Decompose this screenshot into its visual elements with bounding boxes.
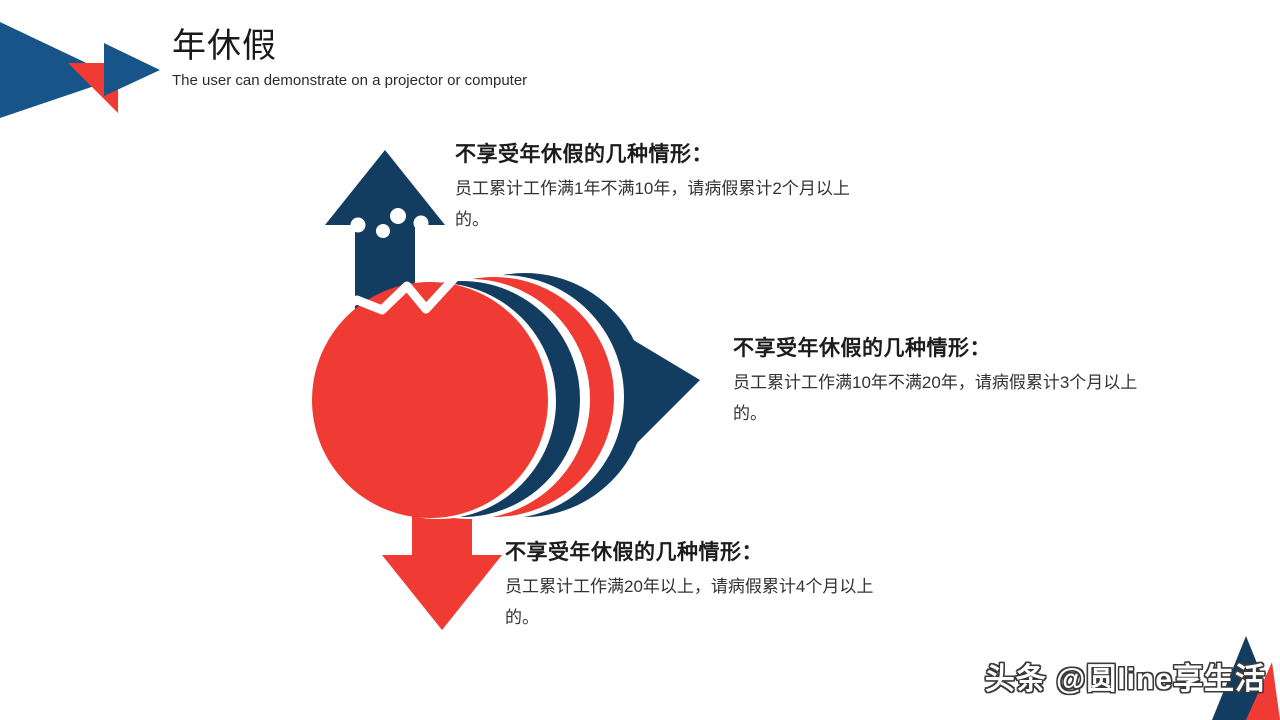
info-block-3: 不享受年休假的几种情形： 员工累计工作满20年以上，请病假累计4个月以上的。 [505, 538, 900, 633]
deco-small-blue-triangle [104, 43, 160, 96]
deco-large-blue-triangle [0, 22, 118, 118]
info-block-2-body: 员工累计工作满10年不满20年，请病假累计3个月以上的。 [733, 373, 1138, 423]
trending-up-line-icon [325, 268, 464, 318]
info-block-2-title: 不享受年休假的几种情形： [733, 337, 991, 360]
page-title: 年休假 [172, 27, 277, 65]
central-diagram [312, 150, 700, 630]
page-subtitle: The user can demonstrate on a projector … [172, 72, 528, 89]
watermark-text: 头条 @圆line享生活 [984, 663, 1266, 696]
info-block-3-title: 不享受年休假的几种情形： [505, 541, 763, 564]
info-block-1-body: 员工累计工作满1年不满10年，请病假累计2个月以上的。 [455, 179, 850, 229]
layer-front-red [312, 282, 548, 518]
info-block-3-body: 员工累计工作满20年以上，请病假累计4个月以上的。 [505, 577, 874, 627]
scatter-dots-icon [327, 199, 453, 239]
info-block-1-title: 不享受年休假的几种情形： [455, 143, 713, 166]
info-block-2: 不享受年休假的几种情形： 员工累计工作满10年不满20年，请病假累计3个月以上的… [733, 334, 1143, 429]
slide-header: 年休假 The user can demonstrate on a projec… [172, 24, 527, 92]
deco-br-red-triangle [1246, 662, 1280, 720]
bottom-right-decoration [1212, 636, 1280, 720]
top-left-decoration [0, 22, 160, 118]
info-block-1: 不享受年休假的几种情形： 员工累计工作满1年不满10年，请病假累计2个月以上的。 [455, 140, 855, 235]
